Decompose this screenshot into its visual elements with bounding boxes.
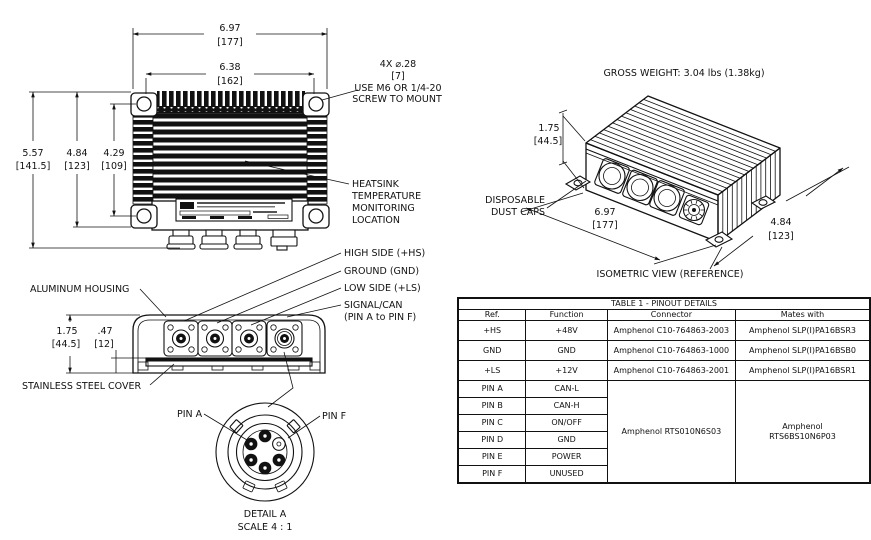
dim-height-body-in: 4.84 (66, 148, 87, 159)
label-high-side: HIGH SIDE (+HS) (344, 248, 425, 259)
iso-dust-caps (594, 158, 685, 216)
mounting-ears (130, 92, 330, 229)
label-pin-a: PIN A (177, 409, 203, 420)
iso-side-fins (722, 151, 776, 239)
heatsink-note-line4: LOCATION (352, 215, 400, 226)
front-view (130, 91, 330, 251)
col-header-mates: Mates with (734, 309, 871, 321)
table-row: +LS +12V Amphenol C10-764863-2001 Amphen… (457, 360, 871, 381)
label-pin-f: PIN F (322, 411, 346, 422)
dust-caps-line1: DISPOSABLE (485, 195, 545, 206)
detail-a-title: DETAIL A (244, 509, 287, 520)
iso-dim-width-mm: [123] (768, 231, 794, 242)
heatsink-left-fins (132, 112, 154, 205)
mount-note-line2: [7] (391, 71, 404, 82)
mount-note-line4: SCREW TO MOUNT (352, 94, 442, 105)
dim-height-in: 5.57 (22, 148, 43, 159)
iso-dim-length-mm: [177] (592, 220, 618, 231)
dim-width-holes-mm: [162] (217, 76, 243, 87)
mount-note-line3: USE M6 OR 1/4-20 (354, 83, 441, 94)
dust-caps-line2: DUST CAPS (491, 207, 545, 218)
detail-a-scale: SCALE 4 : 1 (238, 522, 293, 533)
front-connectors (166, 229, 298, 251)
stainless-cover (137, 357, 321, 371)
isometric-view (564, 95, 781, 248)
side-dim-cover-mm: [12] (94, 339, 114, 350)
dim-width-holes-in: 6.38 (219, 62, 240, 73)
front-dimensions (29, 28, 328, 249)
heatsink-face-fins (152, 112, 308, 202)
label-ground: GROUND (GND) (344, 266, 419, 277)
side-dim-height-in: 1.75 (56, 326, 77, 337)
dim-height-body-mm: [123] (64, 161, 90, 172)
gross-weight: GROSS WEIGHT: 3.04 lbs (1.38kg) (603, 68, 764, 79)
pinout-table: TABLE 1 - PINOUT DETAILS Ref. Function C… (457, 297, 871, 484)
iso-caption: ISOMETRIC VIEW (REFERENCE) (597, 269, 744, 280)
label-low-side: LOW SIDE (+LS) (344, 283, 421, 294)
iso-dim-width-in: 4.84 (770, 217, 791, 228)
label-aluminum-housing: ALUMINUM HOUSING (30, 284, 129, 295)
heatsink-top-fins (157, 91, 305, 106)
dim-height-mm: [141.5] (16, 161, 51, 172)
heatsink-right-fins (306, 112, 328, 205)
iso-dim-height-mm: [44.5] (534, 136, 563, 147)
side-connector-plates (163, 320, 303, 357)
iso-dim-length-in: 6.97 (594, 207, 615, 218)
iso-dimensions: GROSS WEIGHT: 3.04 lbs (1.38kg) ISOMETRI… (485, 68, 850, 280)
label-signal-can: SIGNAL/CAN (344, 300, 403, 311)
col-header-ref: Ref. (457, 309, 527, 321)
iso-top-fins (590, 99, 776, 192)
iso-mounting-feet (564, 175, 777, 248)
table-row: +HS +48V Amphenol C10-764863-2003 Amphen… (457, 320, 871, 341)
iso-dim-height-in: 1.75 (538, 123, 559, 134)
table-row: PIN A CAN-L Amphenol RTS010N6S03 Ampheno… (457, 380, 871, 484)
heatsink-note-line2: TEMPERATURE (351, 191, 421, 202)
dim-width-in: 6.97 (219, 23, 240, 34)
side-view (132, 314, 326, 374)
signal-mates-cell: Amphenol RTS6BS10N6P03 (734, 380, 871, 484)
connector-pins (244, 429, 286, 475)
iso-signal-connector (678, 194, 710, 226)
pin-f-socket (272, 437, 286, 451)
product-label (175, 198, 293, 222)
col-header-function: Function (525, 309, 608, 321)
pinout-table-title: TABLE 1 - PINOUT DETAILS (457, 297, 871, 310)
label-signal-pins: (PIN A to PIN F) (344, 312, 416, 323)
front-callouts: 4X ⌀.28 [7] USE M6 OR 1/4-20 SCREW TO MO… (244, 59, 442, 226)
dim-height-holes-in: 4.29 (103, 148, 124, 159)
side-dimensions: 1.75 [44.5] .47 [12] ALUMINUM HOUSING ST… (22, 248, 425, 408)
dim-width-mm: [177] (217, 37, 243, 48)
dim-height-holes-mm: [109] (101, 161, 127, 172)
mount-note-line1: 4X ⌀.28 (380, 59, 416, 70)
label-stainless-cover: STAINLESS STEEL COVER (22, 381, 141, 392)
heatsink-note-line3: MONITORING (352, 203, 415, 214)
side-dim-cover-in: .47 (97, 326, 112, 337)
table-row: GND GND Amphenol C10-764863-1000 Ampheno… (457, 340, 871, 361)
signal-connector-cell: Amphenol RTS010N6S03 (606, 380, 736, 484)
heatsink-note-line1: HEATSINK (352, 179, 400, 190)
col-header-connector: Connector (606, 309, 736, 321)
side-dim-height-mm: [44.5] (52, 339, 81, 350)
detail-a-view: PIN A PIN F DETAIL A SCALE 4 : 1 (177, 402, 346, 533)
